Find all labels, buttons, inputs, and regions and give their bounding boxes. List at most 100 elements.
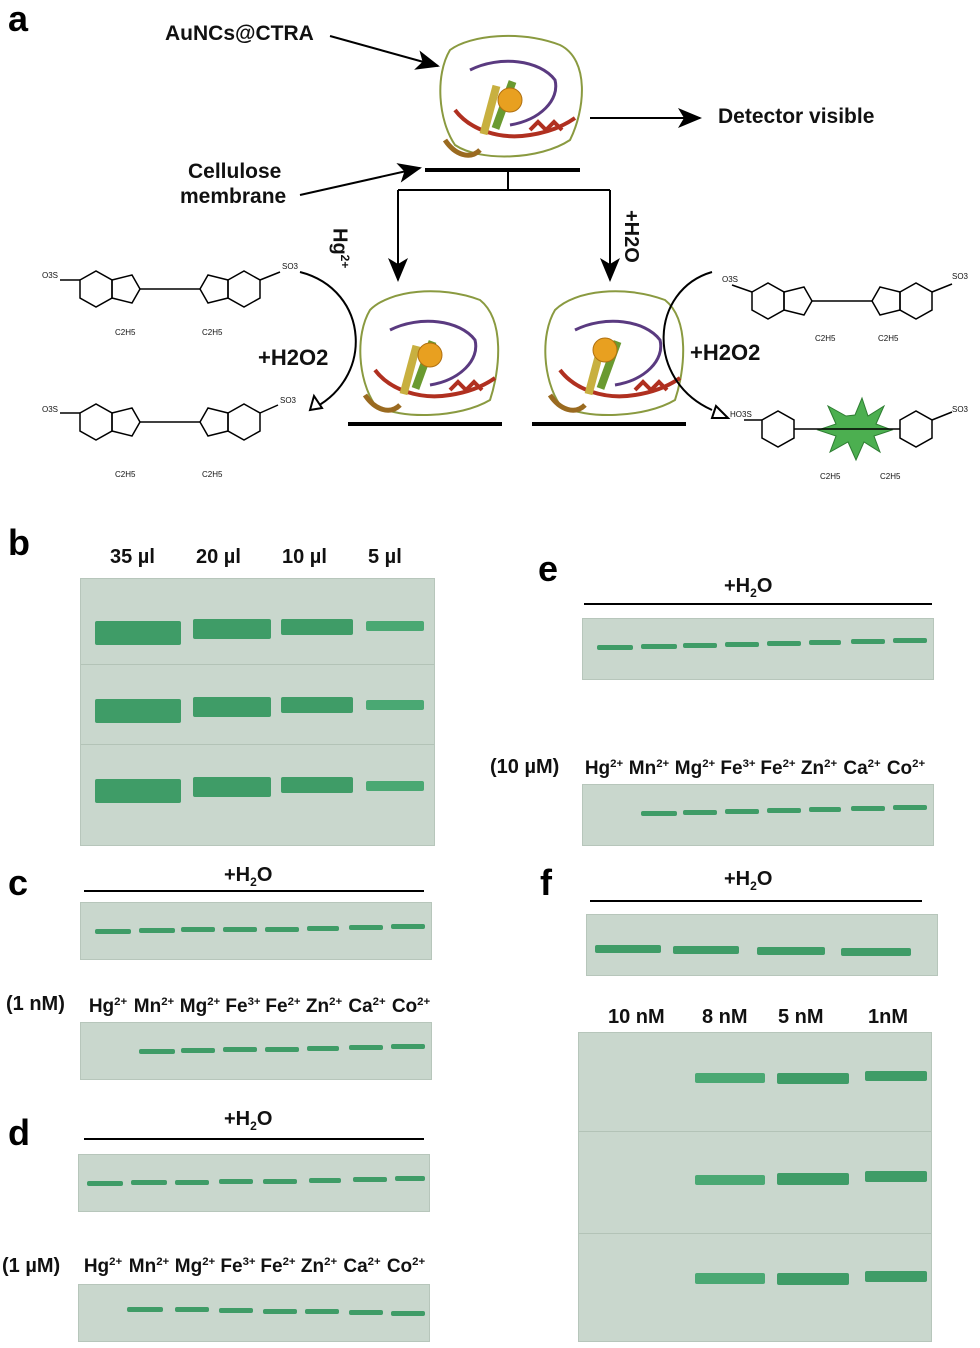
ion-label: Ca2+ bbox=[348, 996, 386, 1018]
panel-c-h2o-strip bbox=[80, 902, 432, 960]
membrane-label-line1: Cellulose bbox=[188, 160, 282, 183]
band bbox=[193, 777, 271, 797]
band bbox=[366, 781, 424, 791]
panel-b-col-label: 10 µl bbox=[282, 546, 327, 568]
membrane-arrow bbox=[299, 163, 422, 196]
panel-b-letter: b bbox=[8, 522, 30, 563]
struct-label: O3S bbox=[42, 405, 59, 414]
protein-top-icon bbox=[439, 35, 583, 158]
right-reaction-arrow bbox=[662, 271, 713, 411]
scheme-diagram bbox=[60, 35, 953, 462]
left-reaction-arrow bbox=[299, 271, 357, 411]
ion-label: Hg2+ bbox=[584, 758, 624, 780]
band bbox=[95, 699, 181, 723]
band bbox=[281, 697, 353, 713]
membrane-label-line2: membrane bbox=[180, 185, 287, 208]
struct-label: HO3S bbox=[730, 410, 752, 419]
ion-label: Mg2+ bbox=[179, 996, 221, 1018]
ion-label: Mn2+ bbox=[628, 758, 670, 780]
band bbox=[366, 700, 424, 710]
ion-label: Fe2+ bbox=[265, 996, 301, 1018]
ion-label: Ca2+ bbox=[843, 758, 881, 780]
abts-structure-left-top bbox=[60, 270, 281, 308]
band bbox=[281, 777, 353, 793]
ion-label: Fe2+ bbox=[760, 758, 796, 780]
ion-label: Fe3+ bbox=[720, 758, 756, 780]
ion-label: Hg2+ bbox=[88, 996, 128, 1018]
ion-label: Zn2+ bbox=[305, 996, 343, 1018]
panel-f-h2o-strip bbox=[586, 914, 938, 976]
struct-label: C2H5 bbox=[202, 470, 223, 479]
panel-e-ion-strip bbox=[582, 784, 934, 846]
ion-label: Fe2+ bbox=[260, 1256, 296, 1278]
ion-label: Ca2+ bbox=[343, 1256, 381, 1278]
panel-f-h2o-label: +H2O bbox=[724, 868, 773, 893]
panel-b-membrane bbox=[80, 578, 435, 846]
panel-e-h2o-strip bbox=[582, 618, 934, 680]
panel-b-col-label: 5 µl bbox=[368, 546, 402, 568]
ion-label: Co2+ bbox=[386, 1256, 426, 1278]
struct-label: C2H5 bbox=[878, 334, 899, 343]
ion-label: Hg2+ bbox=[83, 1256, 123, 1278]
ion-label: Mn2+ bbox=[133, 996, 175, 1018]
ion-label: Co2+ bbox=[391, 996, 431, 1018]
panel-e-ion-labels: Hg2+Mn2+Mg2+Fe3+Fe2+Zn2+Ca2+Co2+ bbox=[582, 758, 928, 780]
struct-label: SO3 bbox=[282, 262, 299, 271]
panel-e-letter: e bbox=[538, 548, 559, 589]
detector-label: Detector visible bbox=[718, 105, 875, 128]
panel-c-bracket-line bbox=[84, 890, 424, 892]
hg-arrow-label: Hg2+ bbox=[328, 228, 352, 269]
h2o2-right-label: +H2O2 bbox=[690, 340, 761, 365]
ion-label: Fe3+ bbox=[220, 1256, 256, 1278]
ion-label: Zn2+ bbox=[300, 1256, 338, 1278]
struct-label: C2H5 bbox=[115, 328, 136, 337]
h2o-arrow-label: +H2O bbox=[620, 210, 642, 263]
panel-c-h2o-label: +H2O bbox=[224, 864, 273, 889]
panel-d-h2o-strip bbox=[78, 1154, 430, 1212]
struct-label: O3S bbox=[722, 275, 739, 284]
panel-f-col-label: 5 nM bbox=[778, 1006, 824, 1028]
struct-label: C2H5 bbox=[880, 472, 901, 481]
ion-label: Fe3+ bbox=[225, 996, 261, 1018]
abts-structure-right-top bbox=[731, 282, 953, 320]
struct-label: C2H5 bbox=[820, 472, 841, 481]
struct-label: SO3 bbox=[952, 405, 969, 414]
panel-c-ion-labels: Hg2+Mn2+Mg2+Fe3+Fe2+Zn2+Ca2+Co2+ bbox=[85, 996, 433, 1018]
panel-b-col-label: 35 µl bbox=[110, 546, 155, 568]
panel-d-h2o-label: +H2O bbox=[224, 1108, 273, 1133]
struct-label: SO3 bbox=[280, 396, 297, 405]
band bbox=[193, 619, 271, 639]
ion-label: Co2+ bbox=[886, 758, 926, 780]
panel-c-ion-strip bbox=[80, 1022, 432, 1080]
abts-structure-right-bottom bbox=[744, 410, 953, 448]
nanocluster-label: AuNCs@CTRA bbox=[165, 22, 314, 45]
panel-d-ion-strip bbox=[78, 1284, 430, 1342]
panel-d-ion-labels: Hg2+Mn2+Mg2+Fe3+Fe2+Zn2+Ca2+Co2+ bbox=[80, 1256, 428, 1278]
panel-f-col-label: 10 nM bbox=[608, 1006, 665, 1028]
band bbox=[193, 697, 271, 717]
panel-f-bracket-line bbox=[590, 900, 922, 902]
panel-f-membrane bbox=[578, 1032, 932, 1342]
panel-e-bracket-line bbox=[584, 603, 932, 605]
nanocluster-arrow bbox=[329, 35, 440, 70]
struct-label: C2H5 bbox=[115, 470, 136, 479]
ion-label: Mg2+ bbox=[174, 1256, 216, 1278]
band bbox=[95, 621, 181, 645]
panel-e-h2o-label: +H2O bbox=[724, 575, 773, 600]
ion-label: Zn2+ bbox=[800, 758, 838, 780]
abts-structure-left-bottom bbox=[60, 403, 279, 441]
h2o2-left-label: +H2O2 bbox=[258, 345, 329, 370]
ion-label: Mn2+ bbox=[128, 1256, 170, 1278]
panel-f-col-label: 8 nM bbox=[702, 1006, 748, 1028]
panel-f-col-label: 1nM bbox=[868, 1006, 908, 1028]
panel-c-concentration: (1 nM) bbox=[6, 993, 65, 1015]
panel-e-concentration: (10 µM) bbox=[490, 756, 560, 778]
struct-label: C2H5 bbox=[815, 334, 836, 343]
band bbox=[281, 619, 353, 635]
panel-a-letter: a bbox=[8, 0, 29, 39]
protein-h2o-icon bbox=[544, 290, 685, 416]
struct-label: O3S bbox=[42, 271, 59, 280]
struct-label: C2H5 bbox=[202, 328, 223, 337]
band bbox=[95, 779, 181, 803]
panel-b-col-label: 20 µl bbox=[196, 546, 241, 568]
